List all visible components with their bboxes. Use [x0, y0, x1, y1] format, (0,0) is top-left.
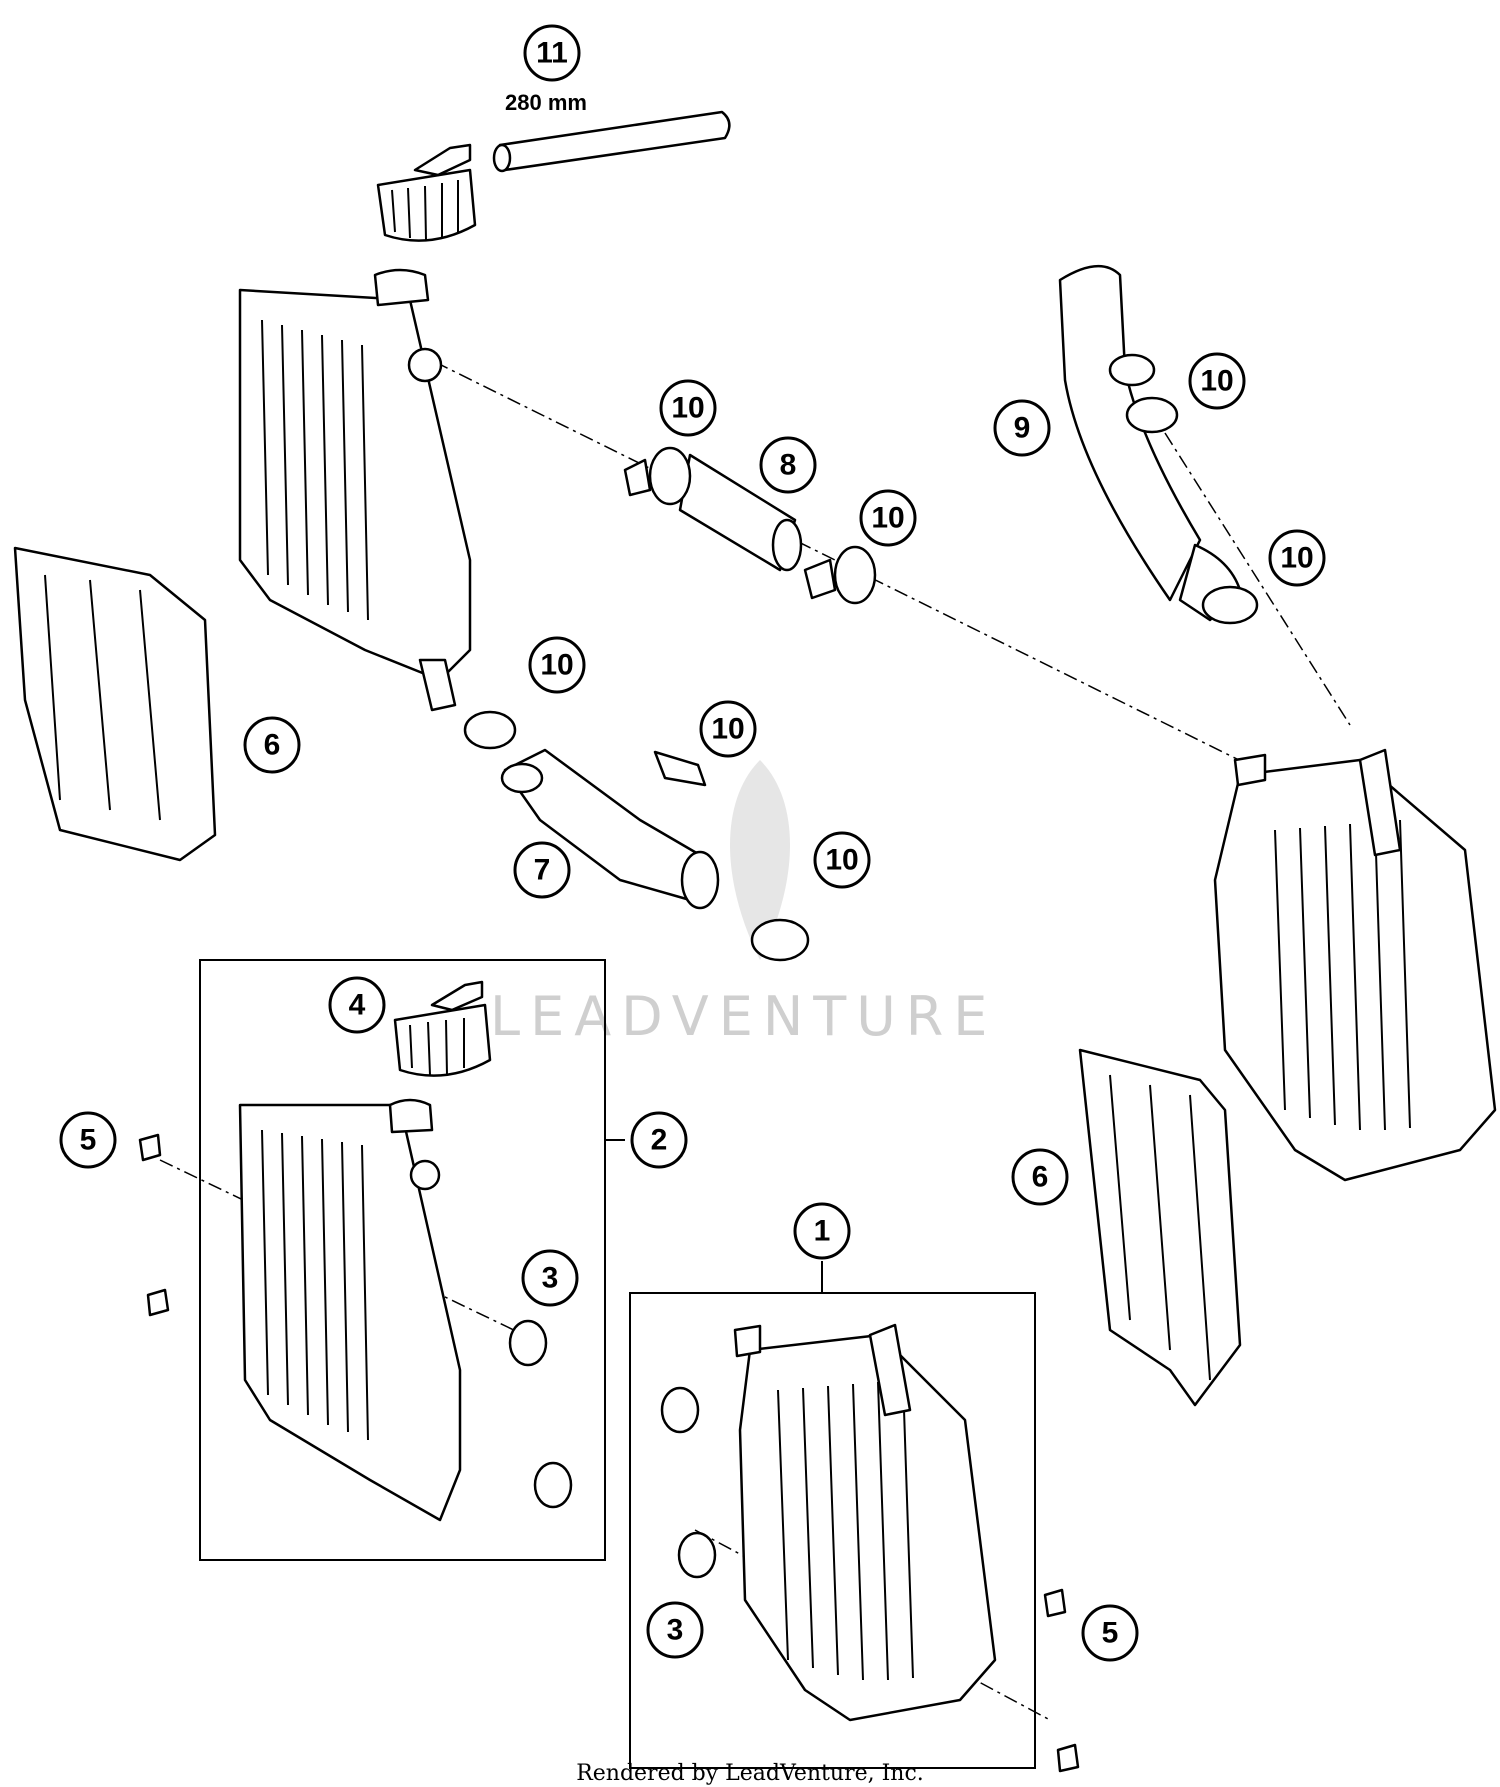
clamp-g [750, 918, 810, 962]
callout-6: 6 [1011, 1148, 1069, 1206]
radiator-shroud-right [1078, 1048, 1242, 1407]
callout-7: 7 [513, 841, 571, 899]
grommet-c [660, 1386, 700, 1434]
callout-10-label: 10 [1280, 542, 1313, 575]
callout-10: 10 [528, 636, 586, 694]
radiator-left-assembly [238, 1098, 462, 1522]
callout-10-label: 10 [540, 649, 573, 682]
callout-3-label: 3 [542, 1262, 559, 1295]
hose-length-label: 280 mm [505, 90, 587, 115]
radiator-right [1213, 748, 1497, 1182]
callout-9: 9 [993, 399, 1051, 457]
bolt-c [1043, 1588, 1067, 1618]
callout-3: 3 [646, 1601, 704, 1659]
bolt-a [138, 1133, 162, 1162]
bent-hose [1058, 264, 1242, 622]
callout-8: 8 [759, 436, 817, 494]
clamp-f [653, 750, 707, 787]
callout-6-label: 6 [264, 729, 281, 762]
clamp-a [648, 446, 692, 506]
callout-10-label: 10 [1200, 365, 1233, 398]
callout-11-label: 11 [536, 37, 568, 70]
callout-10: 10 [699, 700, 757, 758]
watermark-text: LEADVENTURE [490, 985, 997, 1048]
radiator-cap-top [376, 143, 477, 242]
callout-10-label: 10 [825, 844, 858, 877]
grommet-a [508, 1319, 548, 1367]
callout-10: 10 [859, 489, 917, 547]
callout-10: 10 [1188, 352, 1246, 410]
radiator-right-kit-box [629, 1292, 1036, 1769]
clamp-c [1125, 396, 1179, 434]
callout-11: 11 [523, 24, 581, 82]
callout-6: 6 [243, 716, 301, 774]
callout-1: 1 [793, 1202, 851, 1260]
bolt-d [1056, 1743, 1080, 1773]
callout-5: 5 [59, 1111, 117, 1169]
callout-7-label: 7 [534, 854, 551, 887]
callout-10-label: 10 [871, 502, 904, 535]
callout-5-label: 5 [1102, 1617, 1119, 1650]
callout-10: 10 [1268, 529, 1326, 587]
bolt-b [146, 1288, 170, 1317]
lower-hose [500, 748, 720, 910]
callout-1-label: 1 [814, 1215, 831, 1248]
callout-3-label: 3 [667, 1614, 684, 1647]
radiator-left-upper [238, 268, 472, 712]
callout-4: 4 [328, 976, 386, 1034]
clamp-d [1201, 585, 1259, 625]
radiator-left-kit-box [199, 959, 606, 1561]
hose-connector [623, 453, 837, 600]
footer-credit: Rendered by LeadVenture, Inc. [576, 1761, 924, 1786]
callout-10-label: 10 [711, 713, 744, 746]
callout-3: 3 [521, 1249, 579, 1307]
leadventure-watermark: LEADVENTURE [490, 760, 997, 1048]
grommet-b [533, 1461, 573, 1509]
grommet-d [677, 1531, 717, 1579]
clamp-e [463, 710, 517, 750]
callout-5-label: 5 [80, 1124, 97, 1157]
callout-5: 5 [1081, 1604, 1139, 1662]
callout-10: 10 [813, 831, 871, 889]
callout-6-label: 6 [1032, 1161, 1049, 1194]
radiator-cap [393, 980, 492, 1077]
hose-280mm [492, 110, 731, 173]
radiator-shroud-left [13, 546, 217, 862]
callout-4-label: 4 [349, 989, 366, 1022]
clamp-b [833, 545, 877, 605]
callout-8-label: 8 [780, 449, 797, 482]
small-parts [138, 1133, 1080, 1773]
hose-clamps [463, 396, 1259, 962]
callout-2: 2 [630, 1111, 688, 1169]
callout-10: 10 [659, 379, 717, 437]
radiator-right-assembly [733, 1323, 997, 1722]
callout-10-label: 10 [671, 392, 704, 425]
callout-9-label: 9 [1014, 412, 1031, 445]
callout-2-label: 2 [651, 1124, 668, 1157]
